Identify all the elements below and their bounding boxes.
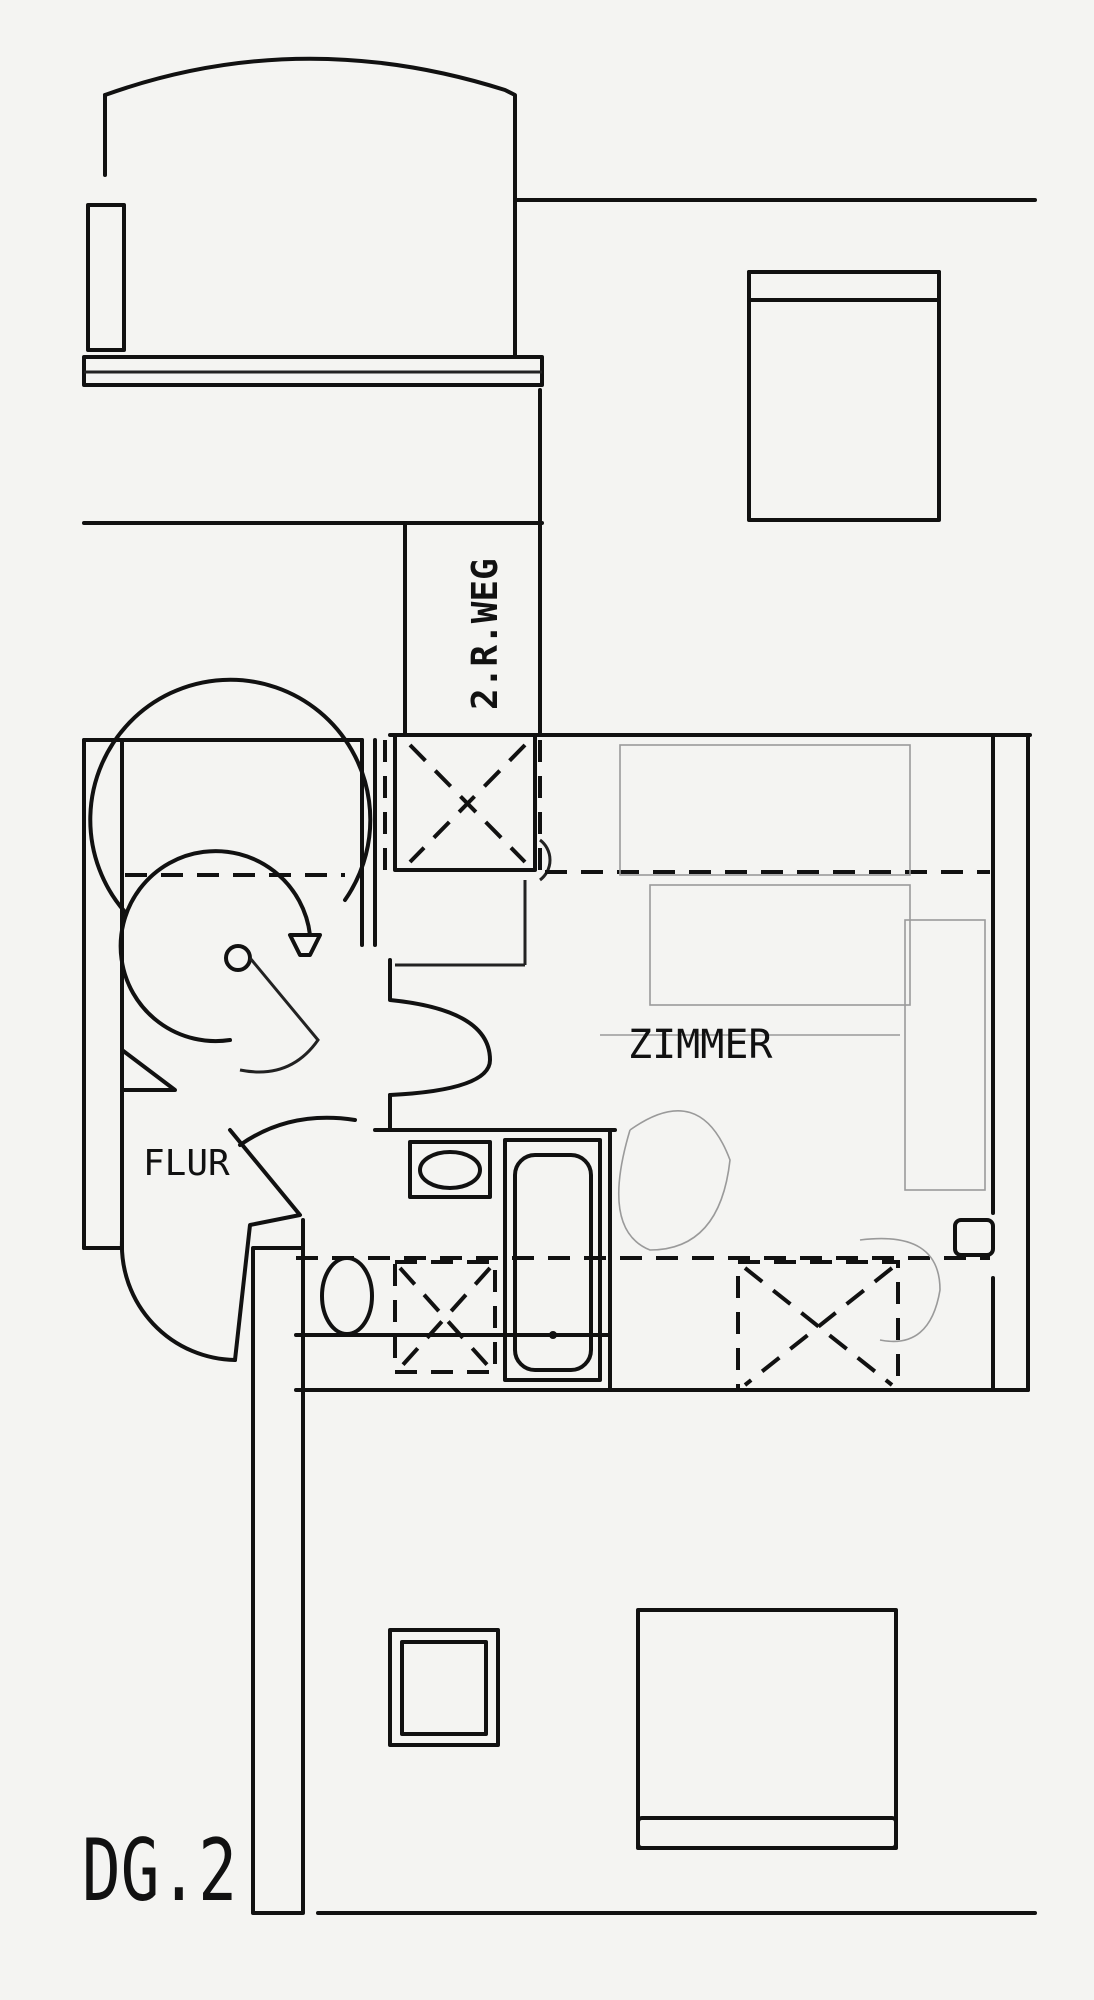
roof-window-upper [747, 270, 941, 522]
apartment-walls [82, 733, 1037, 1915]
roof-window-lower-large [636, 1608, 898, 1850]
flur-door [119, 1128, 302, 1362]
furniture-sketch [600, 744, 986, 1343]
upper-balcony [82, 56, 1037, 525]
room-label-zimmer: ZIMMER [628, 1022, 773, 1068]
escape-route-label: 2.R.WEG [465, 558, 506, 710]
skylight-corridor [383, 733, 552, 967]
spiral-stair [88, 677, 373, 1092]
floor-label: DG.2 [82, 1821, 237, 1921]
bathroom [296, 1128, 990, 1392]
corridor-door [238, 958, 617, 1147]
escape-route-corridor: 2.R.WEG [403, 388, 542, 737]
skylight-zimmer [736, 1218, 995, 1392]
room-label-flur: FLUR [143, 1143, 230, 1184]
roof-window-lower-small [388, 1628, 500, 1747]
